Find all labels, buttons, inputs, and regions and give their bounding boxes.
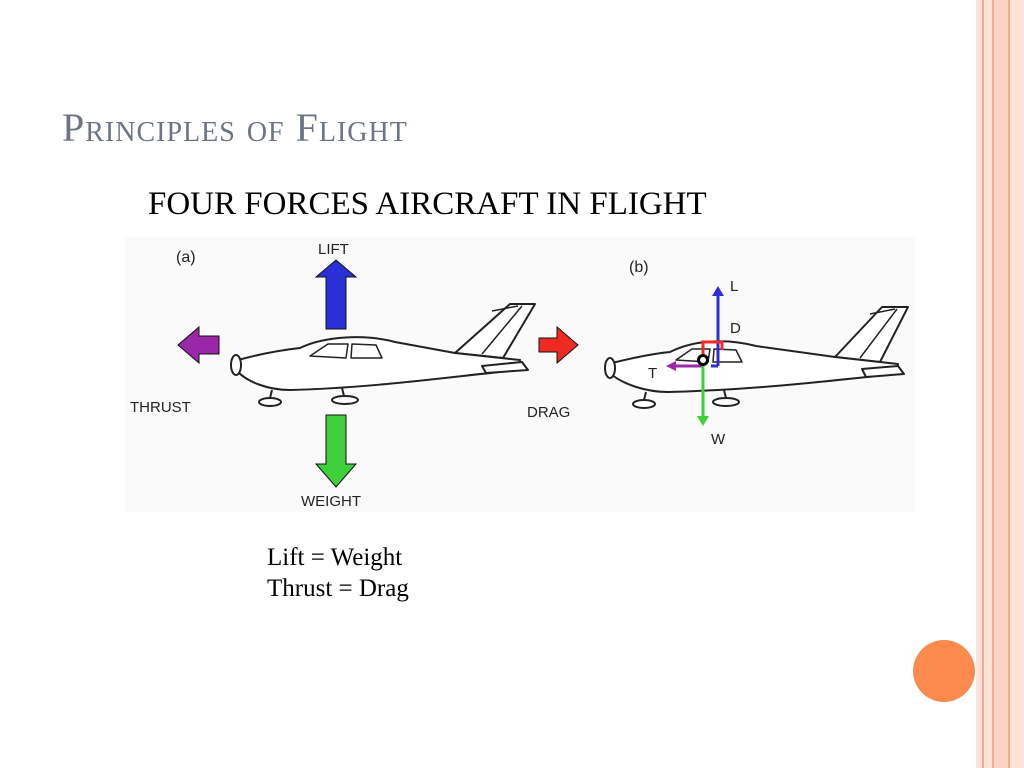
weight-arrow bbox=[314, 414, 358, 488]
panel-a-label: (a) bbox=[176, 249, 196, 266]
weight-vector-head bbox=[697, 416, 709, 426]
center-of-gravity-inner bbox=[700, 357, 706, 363]
equation-thrust-drag: Thrust = Drag bbox=[267, 575, 409, 602]
border-stripe bbox=[1010, 0, 1024, 768]
lift-arrow bbox=[314, 259, 358, 330]
slide-title: Principles of Flight bbox=[62, 105, 408, 150]
drag-label-b: D bbox=[730, 320, 741, 337]
drag-vector bbox=[701, 340, 724, 360]
border-stripe bbox=[982, 0, 984, 768]
force-vectors-b bbox=[666, 286, 724, 426]
border-stripe bbox=[984, 0, 992, 768]
equation-lift-weight: Lift = Weight bbox=[267, 544, 403, 571]
border-stripe bbox=[992, 0, 994, 768]
lift-label-b: L bbox=[730, 278, 738, 295]
weight-label: WEIGHT bbox=[301, 493, 361, 510]
decorative-circle bbox=[913, 640, 975, 702]
lift-vector-head bbox=[712, 286, 724, 296]
border-stripe bbox=[976, 0, 982, 768]
four-forces-diagram: (a) LIFT THRUST WEIGHT DRAG (b) bbox=[125, 237, 915, 512]
border-stripe bbox=[994, 0, 1008, 768]
thrust-label: THRUST bbox=[130, 399, 191, 416]
drag-arrow bbox=[538, 325, 579, 365]
panel-b-label: (b) bbox=[629, 259, 649, 276]
thrust-arrow bbox=[177, 325, 220, 365]
thrust-vector-head bbox=[666, 361, 676, 371]
lift-label: LIFT bbox=[318, 241, 349, 258]
airplane-b bbox=[604, 306, 909, 409]
weight-label-b: W bbox=[711, 431, 726, 448]
drag-label: DRAG bbox=[527, 404, 570, 421]
airplane-a bbox=[230, 303, 536, 407]
thrust-label-b: T bbox=[648, 365, 657, 382]
border-stripe bbox=[1008, 0, 1010, 768]
slide-subtitle: FOUR FORCES AIRCRAFT IN FLIGHT bbox=[148, 186, 707, 222]
